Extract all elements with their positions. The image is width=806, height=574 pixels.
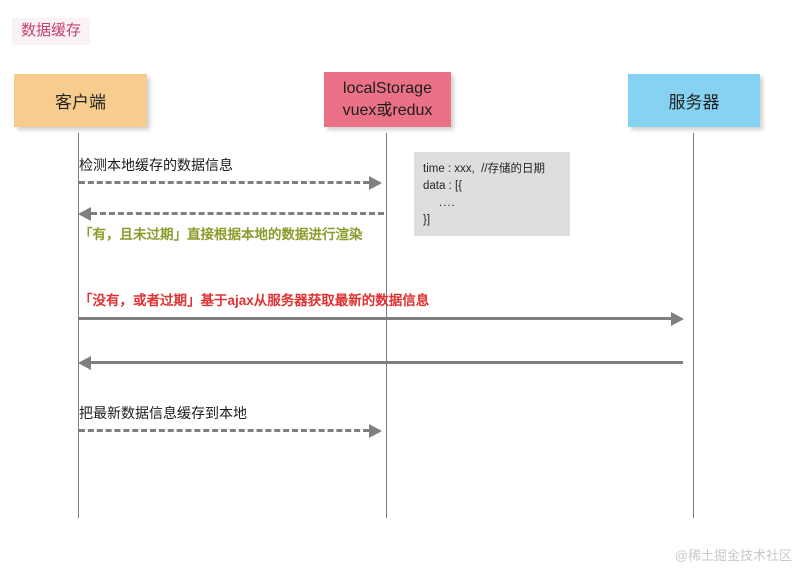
actor-storage-label-line1: localStorage	[343, 79, 432, 97]
note-line-4: }]	[423, 214, 431, 226]
lifeline-storage	[386, 133, 387, 518]
actor-storage[interactable]: localStorage vuex或redux	[324, 72, 451, 127]
actor-client[interactable]: 客户端	[14, 74, 147, 127]
diagram-title: 数据缓存	[12, 18, 91, 45]
actor-server-label: 服务器	[668, 93, 720, 112]
note-line-1: time : xxx, //存储的日期	[423, 163, 546, 175]
message-label-3: 「没有，或者过期」基于ajax从服务器获取最新的数据信息	[79, 293, 430, 308]
message-arrow-line-3	[79, 317, 673, 320]
note-line-2: data : [{	[423, 180, 463, 192]
message-arrow-head-3	[671, 312, 684, 326]
message-label-5: 把最新数据信息缓存到本地	[79, 405, 247, 421]
lifeline-client	[78, 133, 79, 518]
actor-storage-label-line2: vuex或redux	[342, 101, 433, 119]
actor-client-label: 客户端	[55, 93, 106, 112]
message-label-1: 检测本地缓存的数据信息	[79, 157, 233, 173]
message-arrow-line-2	[91, 212, 384, 215]
message-arrow-head-1	[369, 176, 382, 190]
message-label-2: 「有，且未过期」直接根据本地的数据进行渲染	[79, 227, 363, 242]
message-arrow-line-4	[91, 361, 683, 364]
lifeline-server	[693, 133, 694, 518]
watermark: @稀土掘金技术社区	[674, 548, 792, 563]
message-arrow-line-1	[79, 181, 369, 184]
message-arrow-head-2	[78, 207, 91, 221]
message-arrow-line-5	[79, 429, 369, 432]
message-arrow-head-5	[369, 424, 382, 438]
message-arrow-head-4	[78, 356, 91, 370]
note-line-3: ....	[439, 197, 456, 209]
note-box: time : xxx, //存储的日期 data : [{ .... }]	[414, 152, 570, 236]
actor-server[interactable]: 服务器	[628, 74, 760, 127]
